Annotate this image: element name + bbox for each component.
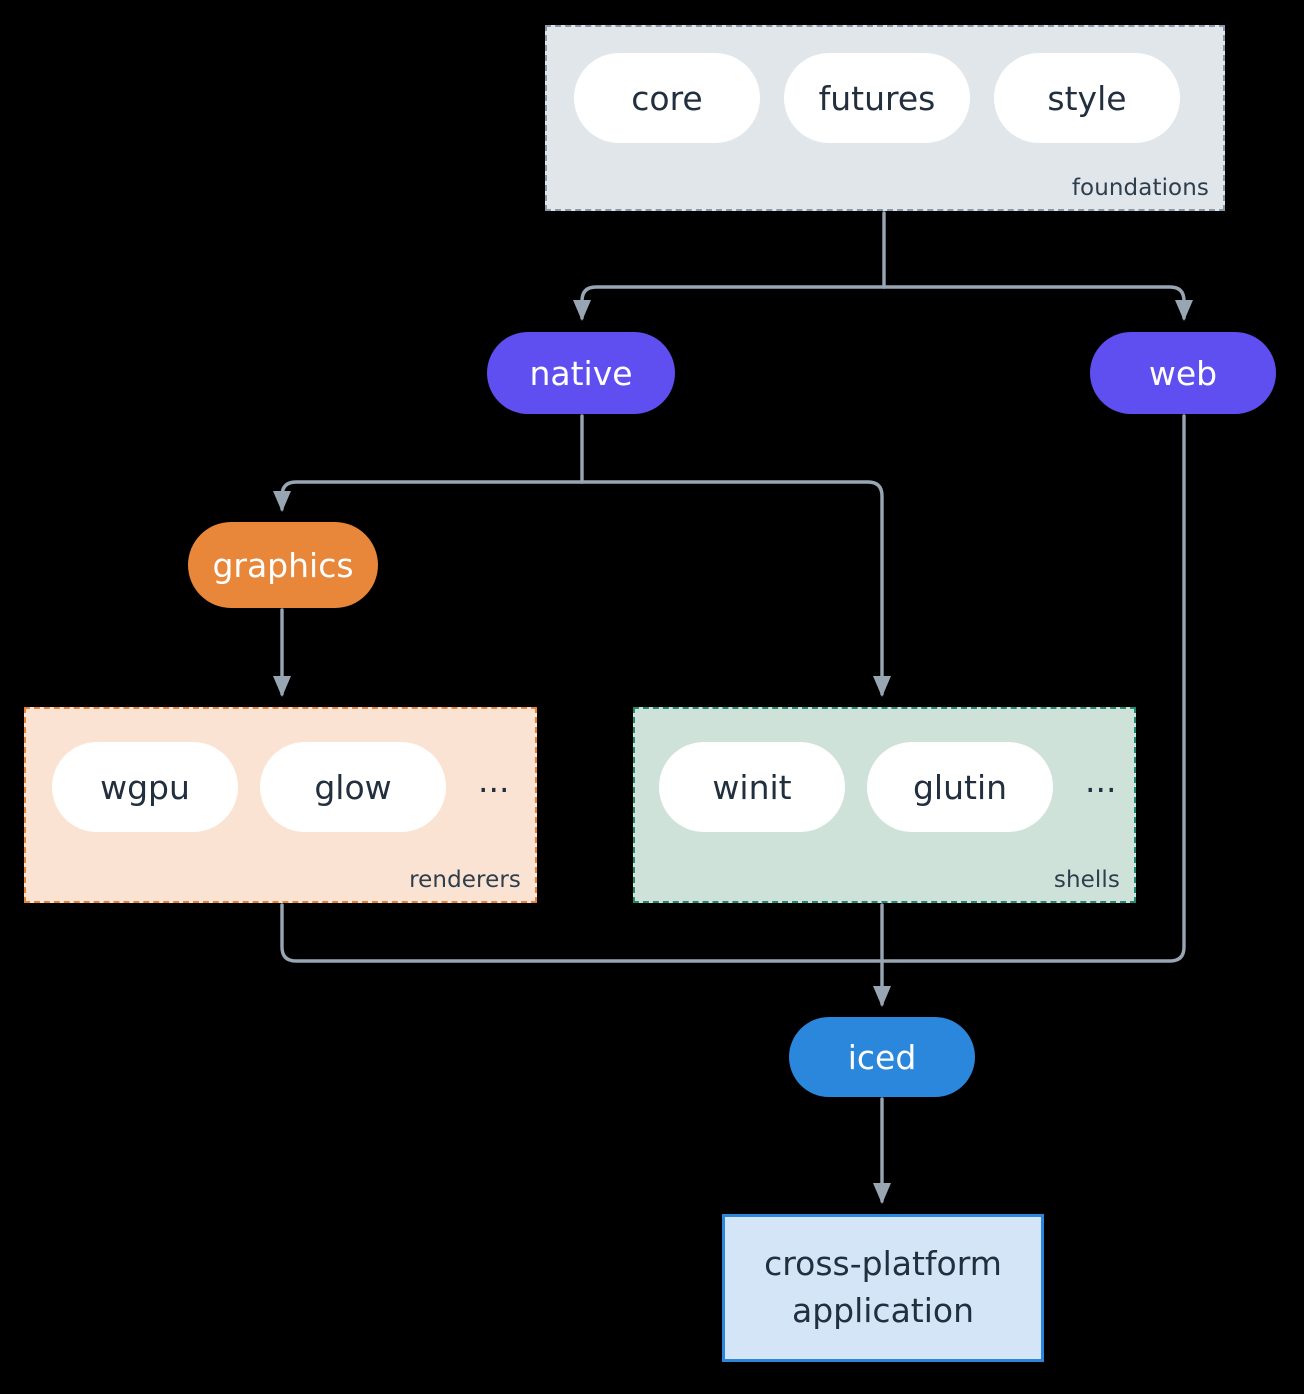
node-glow[interactable]: glow [260, 742, 446, 832]
cluster-foundations-items: core futures style [574, 53, 1180, 143]
cluster-shells: winit glutin ... shells [633, 707, 1136, 903]
node-wgpu[interactable]: wgpu [52, 742, 238, 832]
cluster-renderers: wgpu glow ... renderers [24, 707, 537, 903]
node-winit[interactable]: winit [659, 742, 845, 832]
node-core[interactable]: core [574, 53, 760, 143]
node-style[interactable]: style [994, 53, 1180, 143]
application-label-line2: application [791, 1291, 975, 1330]
cluster-foundations: core futures style foundations [545, 25, 1225, 211]
edge-foundations-to-native [572, 285, 886, 321]
node-glutin[interactable]: glutin [867, 742, 1053, 832]
cluster-renderers-label: renderers [409, 867, 521, 893]
node-graphics-label: graphics [212, 545, 354, 585]
cluster-renderers-items: wgpu glow ... [52, 735, 519, 839]
edge-native-to-graphics [272, 480, 584, 512]
node-iced[interactable]: iced [789, 1017, 975, 1097]
cluster-shells-label: shells [1053, 867, 1120, 893]
node-iced-label: iced [847, 1037, 917, 1077]
cluster-shells-items: winit glutin ... [659, 735, 1126, 839]
node-futures[interactable]: futures [784, 53, 970, 143]
application-label-line1: cross-platform [764, 1244, 1002, 1284]
shells-ellipsis: ... [1085, 760, 1117, 800]
node-graphics[interactable]: graphics [188, 522, 378, 608]
node-cross-platform-application[interactable]: cross-platform application [722, 1214, 1044, 1362]
edge-renderers-to-iced [280, 903, 884, 963]
renderers-ellipsis: ... [478, 760, 510, 800]
edge-native-to-shells [580, 480, 892, 697]
edge-foundations-to-web [882, 285, 1194, 321]
node-web[interactable]: web [1090, 332, 1276, 414]
cluster-foundations-label: foundations [1071, 175, 1209, 201]
node-native-label: native [529, 353, 633, 393]
node-native[interactable]: native [487, 332, 675, 414]
node-web-label: web [1148, 353, 1218, 393]
